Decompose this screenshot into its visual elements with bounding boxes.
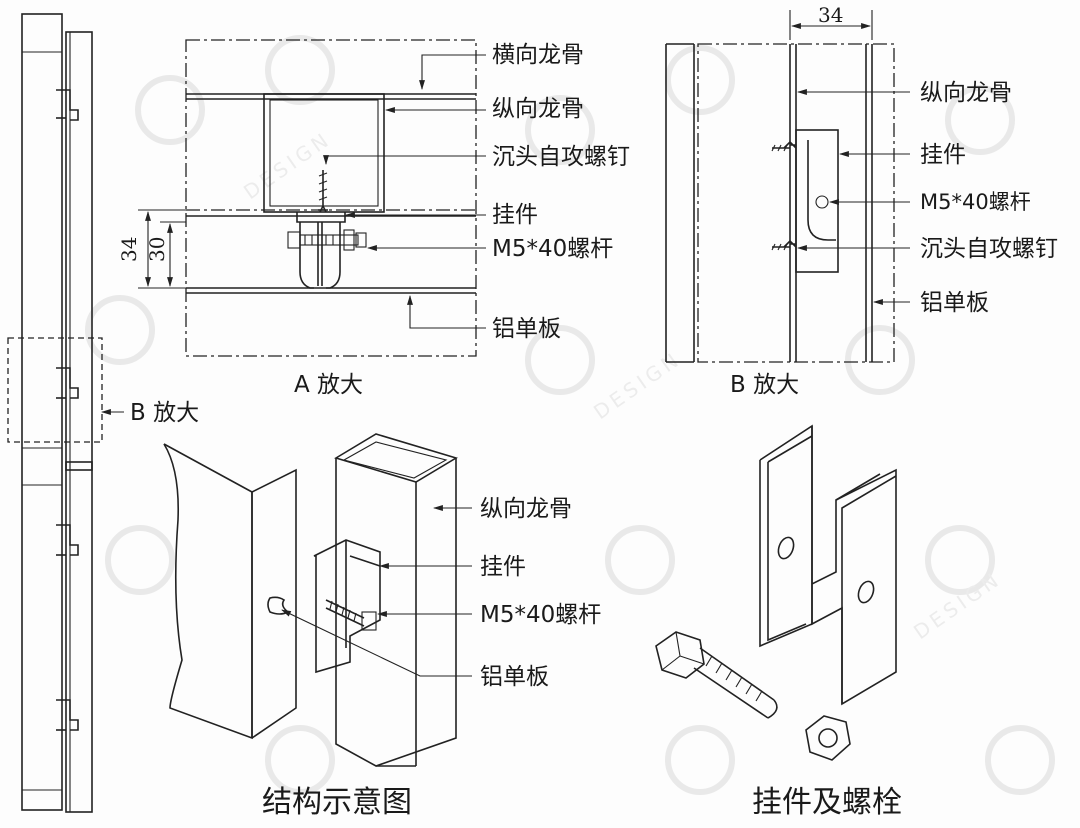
- label-hanger: 挂件: [920, 142, 966, 168]
- detail-b-frame: [7, 337, 103, 443]
- label-bolt: M5*40螺杆: [480, 602, 601, 628]
- detail-a: 34 30 横向龙骨 纵向龙骨 沉头自攻螺钉 挂件 M5*40螺杆 铝单板 A …: [117, 39, 630, 398]
- label-panel: 铝单板: [492, 316, 561, 342]
- label-longitudinal-keel: 纵向龙骨: [492, 96, 584, 122]
- label-transverse-keel: 横向龙骨: [492, 42, 584, 68]
- watermark-text: DESIGN: [239, 126, 336, 204]
- parts-sketch: 挂件及螺栓: [655, 424, 902, 820]
- hanger-marks: [56, 89, 79, 731]
- label-hanger: 挂件: [480, 554, 526, 580]
- label-screw: 沉头自攻螺钉: [920, 236, 1058, 262]
- label-screw: 沉头自攻螺钉: [492, 144, 630, 170]
- label-panel: 铝单板: [480, 664, 549, 690]
- detail-b-caption: B 放大: [730, 372, 799, 398]
- watermark-text: DESIGN: [909, 566, 1006, 644]
- label-longitudinal-keel: 纵向龙骨: [480, 496, 572, 522]
- label-bolt: M5*40螺杆: [920, 190, 1031, 214]
- parts-caption: 挂件及螺栓: [752, 785, 902, 820]
- detail-b: 34 纵向龙骨 挂件 M5*40螺杆 沉头自攻螺钉 铝单板 B 放大: [665, 3, 1058, 398]
- label-hanger: 挂件: [492, 202, 538, 228]
- structure-caption: 结构示意图: [262, 785, 412, 820]
- label-longitudinal-keel: 纵向龙骨: [920, 80, 1012, 106]
- dim-34: 34: [818, 3, 843, 27]
- label-bolt: M5*40螺杆: [492, 236, 613, 262]
- dim-30: 30: [145, 237, 169, 262]
- structure-sketch: 纵向龙骨 挂件 M5*40螺杆 铝单板 结构示意图: [163, 433, 601, 820]
- dim-34: 34: [117, 237, 141, 262]
- elevation-view: B 放大: [7, 13, 199, 813]
- detail-b-callout: B 放大: [130, 400, 199, 426]
- label-panel: 铝单板: [920, 290, 989, 316]
- detail-a-caption: A 放大: [294, 372, 363, 398]
- watermark-text: DESIGN: [589, 346, 686, 424]
